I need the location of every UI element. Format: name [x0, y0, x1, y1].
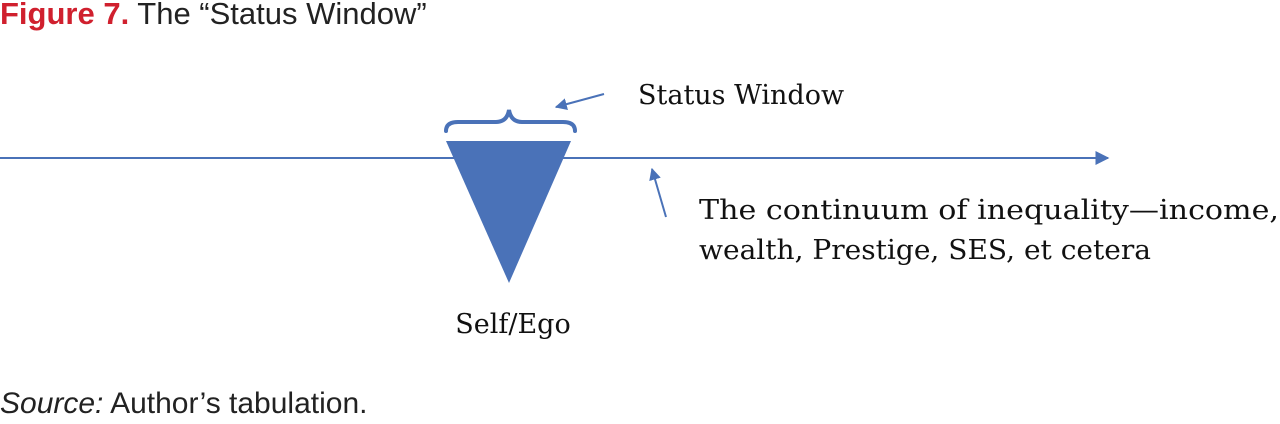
- figure-caption: Figure 7. The “Status Window”: [0, 0, 427, 34]
- continuum-pointer-arrow: [649, 167, 667, 218]
- status-window-brace: [444, 109, 577, 133]
- self-ego-label: Self/Ego: [455, 309, 570, 340]
- continuum-label-line1: The continuum of inequality—income,: [699, 195, 1279, 226]
- source-text: Author’s tabulation.: [103, 387, 368, 420]
- window-pointer-arrow: [554, 93, 605, 110]
- source-label: Source:: [0, 387, 104, 420]
- source-note: Source: Author’s tabulation.: [0, 384, 367, 424]
- status-window-label: Status Window: [638, 80, 844, 111]
- figure-number: Figure 7.: [0, 0, 130, 31]
- self-ego-triangle: [446, 141, 571, 283]
- figure-title: The “Status Window”: [137, 0, 427, 31]
- continuum-label-line2: wealth, Prestige, SES, et cetera: [699, 235, 1151, 266]
